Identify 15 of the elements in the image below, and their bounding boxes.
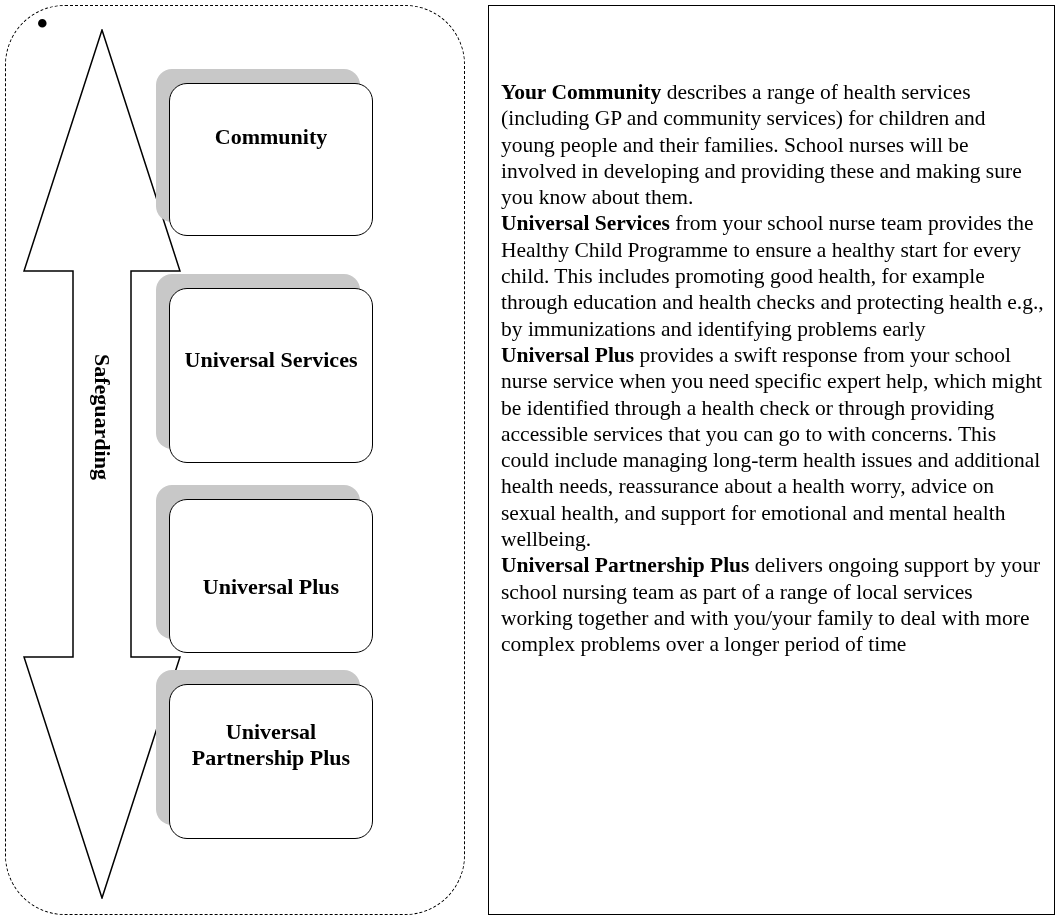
description-paragraph: Universal Plus provides a swift response from your school nurse service when you need specific expert help, which might be identified through a health check or through providing accessible services that you can go to with concerns. This could include managing long-term health issues and additional health needs, reassurance about a health worry, advice on sexual health, and support for emotional and mental health wellbeing.	[501, 341, 1043, 553]
tier-box	[169, 684, 373, 839]
description-paragraph: Universal Partnership Plus delivers ongoing support by your school nursing team as part of a range of local services working together and with you/your family to deal with more complex problems over a longer period of time	[501, 552, 1042, 658]
description-paragraph: Your Community describes a range of health services (including GP and community services) for children and young people and their families. School nurses will be involved in developing and providing these and making sure you know about them.	[501, 79, 1023, 211]
tier-box	[169, 83, 373, 236]
tier-label: Community	[214, 124, 328, 150]
tier-label: Universal Services	[184, 347, 358, 373]
dashed-panel	[5, 5, 465, 915]
bullet: •	[36, 4, 49, 44]
tier-box	[169, 288, 373, 463]
arrow-label: Safeguarding	[89, 354, 116, 480]
tier-label: Universal Plus	[202, 574, 340, 600]
text-panel	[488, 5, 1055, 915]
tier-box	[169, 499, 373, 653]
tier-label: Universal Partnership Plus	[190, 719, 352, 771]
